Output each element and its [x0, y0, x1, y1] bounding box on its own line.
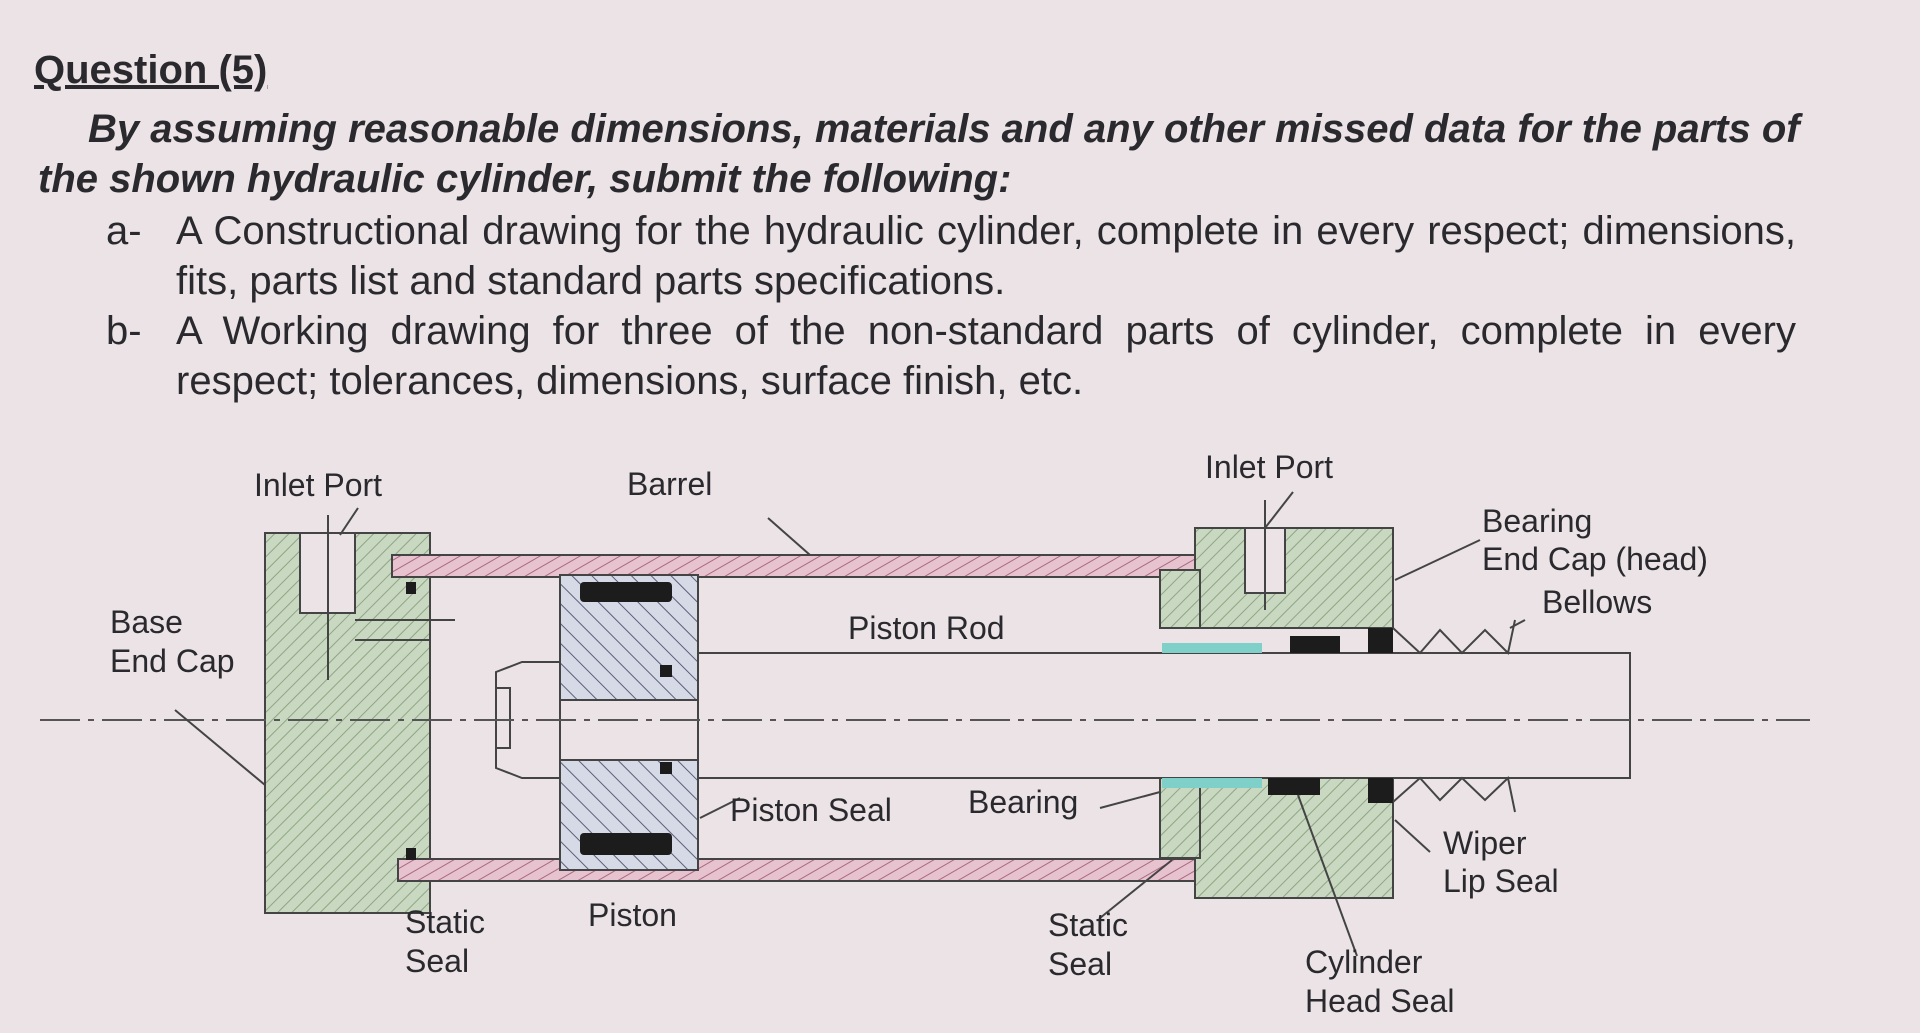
label-bearing: Bearing — [968, 784, 1078, 820]
piston — [559, 574, 699, 871]
leader-lines — [174, 491, 1526, 957]
label-wiper-2: Lip Seal — [1443, 863, 1559, 899]
cylinder-head-seal-bottom — [1268, 778, 1320, 795]
wiper-seal-top — [1368, 628, 1393, 653]
label-base-end-cap-2: End Cap — [110, 643, 235, 679]
label-static-seal-left-2: Seal — [405, 943, 469, 979]
label-static-seal-right-1: Static — [1048, 907, 1128, 943]
bellows-bottom — [1392, 776, 1516, 813]
item-text: A Constructional drawing for the hydraul… — [176, 209, 1796, 303]
label-piston-rod: Piston Rod — [848, 610, 1005, 646]
label-piston: Piston — [588, 897, 677, 933]
wiper-seal-bottom — [1368, 778, 1393, 803]
hydraulic-cylinder-diagram: Inlet Port Barrel Inlet Port Bearing End… — [40, 449, 1810, 1019]
label-barrel: Barrel — [627, 466, 712, 502]
static-seal-left-top — [406, 582, 416, 594]
piston-rod — [697, 652, 1631, 779]
item-text: A Working drawing for three of the non-s… — [176, 309, 1796, 403]
question-item-a: a- A Constructional drawing for the hydr… — [106, 206, 1796, 306]
question-title: Question (5) — [34, 48, 268, 92]
label-bearing-end-cap-1: Bearing — [1482, 503, 1592, 539]
label-cylinder-head-seal-2: Head Seal — [1305, 983, 1454, 1019]
label-static-seal-left-1: Static — [405, 904, 485, 940]
label-piston-seal: Piston Seal — [730, 792, 892, 828]
item-label: b- — [106, 309, 142, 353]
label-bearing-end-cap-2: End Cap (head) — [1482, 541, 1708, 577]
bellows-top — [1392, 619, 1516, 656]
label-base-end-cap-1: Base — [110, 604, 183, 640]
label-inlet-port-left: Inlet Port — [254, 467, 382, 503]
label-bellows: Bellows — [1542, 584, 1652, 620]
question-item-b: b- A Working drawing for three of the no… — [106, 306, 1796, 406]
label-wiper-1: Wiper — [1443, 825, 1527, 861]
cylinder-head-seal-top — [1290, 636, 1340, 653]
item-label: a- — [106, 209, 142, 253]
label-inlet-port-right: Inlet Port — [1205, 449, 1333, 485]
base-end-cap — [264, 515, 455, 914]
static-seal-left-bottom — [406, 848, 416, 860]
label-static-seal-right-2: Seal — [1048, 946, 1112, 982]
label-cylinder-head-seal-1: Cylinder — [1305, 944, 1423, 980]
question-intro: By assuming reasonable dimensions, mater… — [38, 107, 1800, 201]
bearing-end-cap-head — [1159, 500, 1394, 899]
